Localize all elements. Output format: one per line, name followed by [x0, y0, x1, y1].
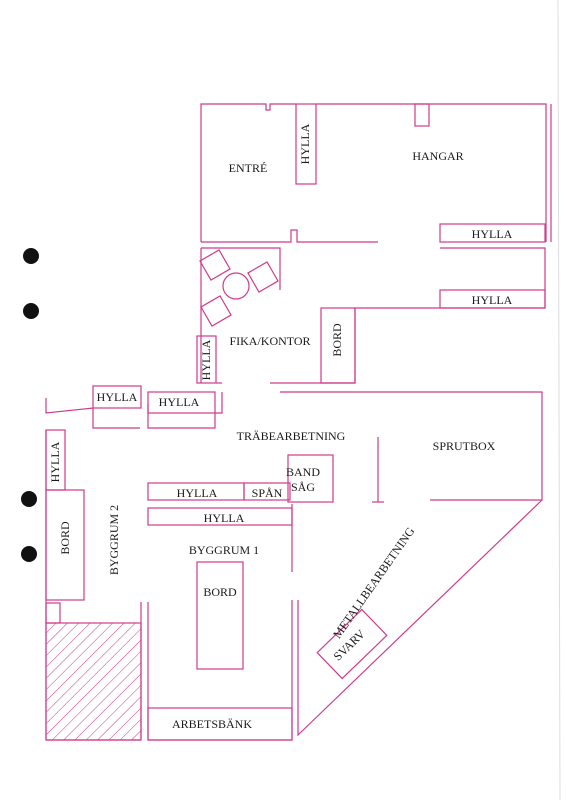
fika-chair [199, 249, 231, 281]
furniture [45, 103, 546, 741]
punch-hole [21, 491, 37, 507]
page-edge-right [557, 0, 561, 800]
label-hylla-mid-top: HYLLA [159, 395, 200, 409]
label-bord-byggrum2: BORD [58, 521, 72, 555]
hylla-hangar-1 [439, 223, 546, 243]
room-label-byggrum1: BYGGRUM 1 [189, 543, 259, 557]
svarv-box [316, 608, 388, 680]
bord-byggrum1 [196, 561, 244, 670]
bord-kontor [320, 307, 356, 384]
bandsag [287, 454, 334, 503]
label-hylla-row-2: HYLLA [204, 511, 245, 525]
room-label-entre: ENTRÉ [229, 161, 268, 175]
punch-hole [23, 248, 39, 264]
room-label-metallbearbetning: METALLBEARBETNING [330, 524, 418, 641]
fika-chair [200, 295, 232, 327]
hylla-row-2 [147, 507, 293, 526]
label-span: SPÅN [252, 486, 283, 500]
hylla-vertical-top [295, 103, 317, 185]
room-label-sprutbox: SPRUTBOX [433, 439, 496, 453]
label-hylla-left-top: HYLLA [97, 390, 138, 404]
label-bord-kontor: BORD [330, 323, 344, 357]
hylla-left-top [92, 385, 142, 409]
punch-hole [23, 303, 39, 319]
label-hylla-hangar-2: HYLLA [472, 293, 513, 307]
arbetsbank-box [147, 707, 293, 741]
label-sag: SÅG [291, 480, 315, 494]
hylla-mid-top [147, 391, 216, 414]
span-box [243, 482, 291, 501]
label-hylla-fika: HYLLA [199, 339, 213, 380]
label-bord-byggrum1: BORD [203, 585, 237, 599]
hylla-hangar-2 [439, 289, 546, 309]
label-band: BAND [286, 465, 320, 479]
hylla-fika [196, 335, 217, 384]
room-label-hangar: HANGAR [412, 149, 463, 163]
label-hylla-vertical-top: HYLLA [298, 123, 312, 164]
fika-chair [247, 261, 279, 293]
label-arbetsbank: ARBETSBÄNK [172, 717, 252, 731]
room-label-fika-kontor: FIKA/KONTOR [229, 334, 310, 348]
label-hylla-row: HYLLA [177, 486, 218, 500]
fika-table [222, 272, 250, 300]
punch-hole [21, 546, 37, 562]
bord-byggrum2 [45, 489, 85, 601]
hatched-area [45, 622, 142, 741]
label-hylla-hangar-1: HYLLA [472, 227, 513, 241]
room-label-byggrum2: BYGGRUM 2 [107, 505, 121, 575]
room-label-trabearbetning: TRÄBEARBETNING [237, 429, 346, 443]
label-hylla-left-wall: HYLLA [48, 441, 62, 482]
